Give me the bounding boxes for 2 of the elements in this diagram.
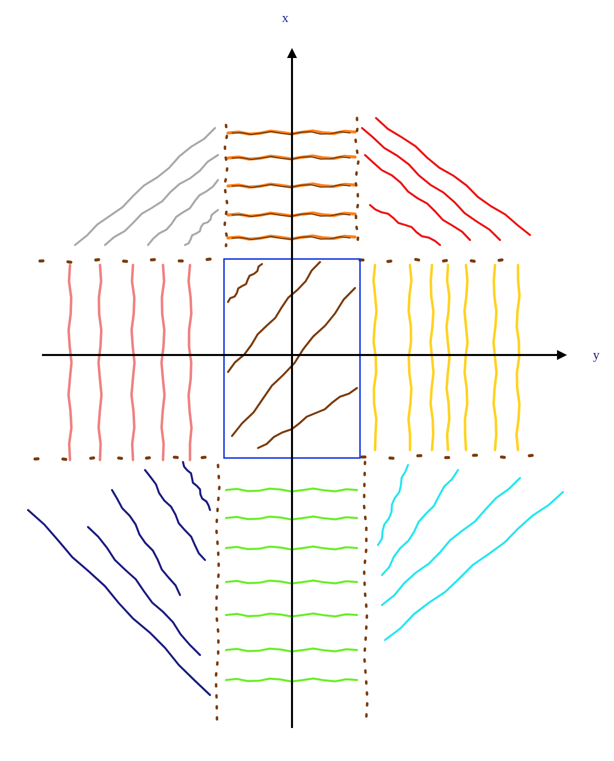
axis-label: x — [282, 10, 288, 26]
axis-label: y — [593, 347, 600, 363]
